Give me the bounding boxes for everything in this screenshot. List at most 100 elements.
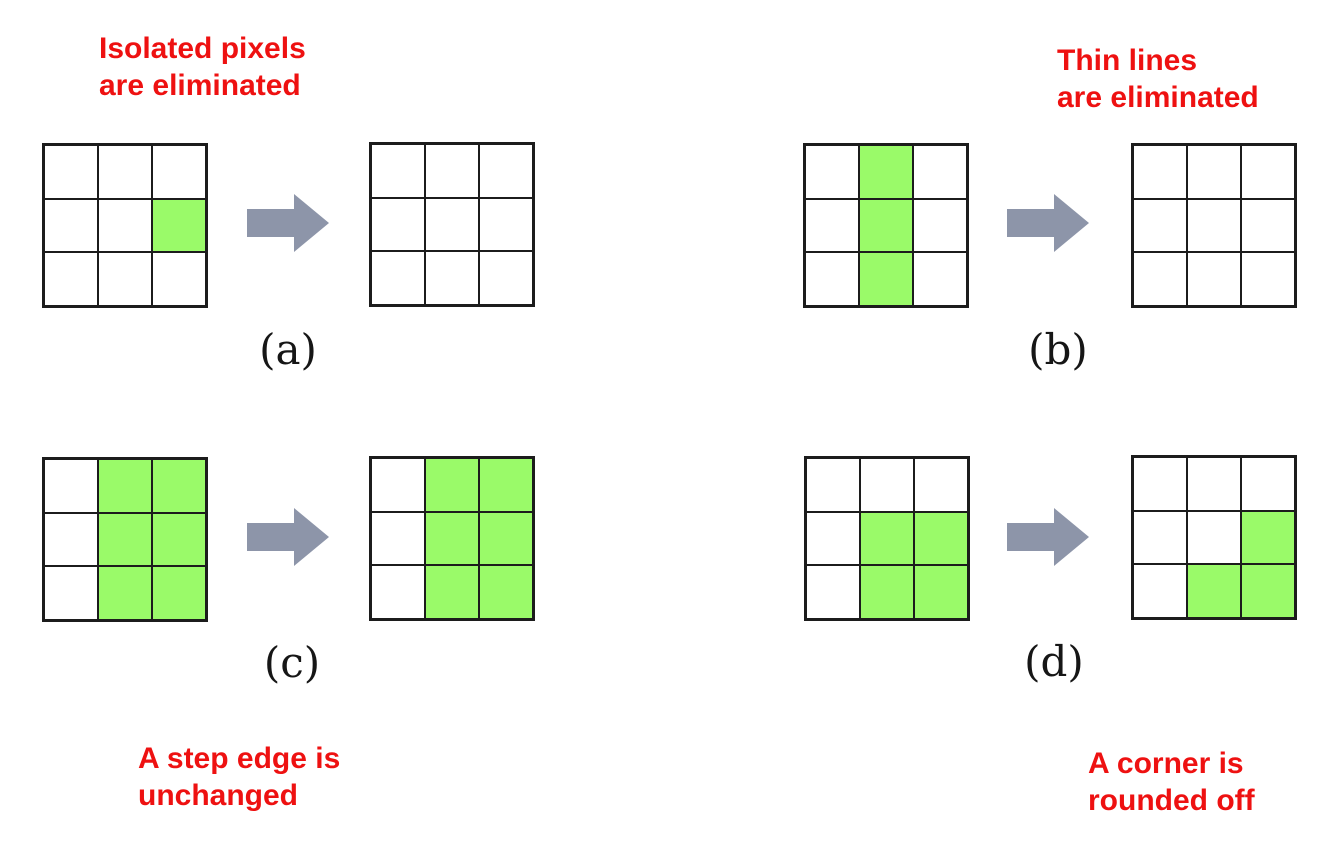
grid-cell-empty [44,252,98,306]
right-arrow-icon [1007,192,1089,254]
panel-b-before-grid [803,143,969,308]
panel-c-after-grid [369,456,535,621]
grid-cell-filled [859,198,913,253]
grid-cell-empty [913,198,967,253]
grid-cell-empty [152,252,206,306]
grid-cell-empty [425,144,479,198]
grid-cell-empty [805,145,859,199]
grid-cell-filled [859,145,913,199]
caption-line: Thin lines [1057,44,1198,77]
grid-cell-filled [860,511,914,566]
grid-cell-empty [1133,457,1187,511]
grid-cell-filled [1187,564,1241,618]
grid-cell-empty [44,145,98,199]
grid-cell-empty [152,145,206,199]
caption-step-edge: A step edge is unchanged [138,740,340,814]
grid-cell-empty [1187,252,1241,306]
grid-cell-empty [98,198,152,253]
caption-line: are eliminated [1057,81,1259,114]
grid-cell-empty [371,458,425,512]
grid-cell-empty [1241,198,1295,253]
caption-isolated-pixels: Isolated pixels are eliminated [99,30,306,104]
grid-cell-empty [1241,145,1295,199]
grid-cell-empty [1187,145,1241,199]
grid-cell-empty [913,252,967,306]
grid-cell-empty [479,144,533,198]
grid-cell-filled [479,458,533,512]
grid-cell-empty [806,565,860,619]
grid-cell-empty [1133,564,1187,618]
caption-line: A step edge is [138,742,341,775]
caption-thin-lines: Thin lines are eliminated [1057,42,1259,116]
panel-c-label: (c) [263,638,321,687]
grid-cell-filled [425,511,479,566]
grid-cell-empty [371,197,425,252]
caption-corner-rounded: A corner is rounded off [1088,745,1255,819]
grid-cell-empty [914,458,968,512]
panel-b-label: (b) [1028,325,1088,374]
grid-cell-filled [859,252,913,306]
grid-cell-empty [44,198,98,253]
caption-line: are eliminated [99,69,301,102]
caption-line: unchanged [138,779,299,812]
grid-cell-filled [1241,564,1295,618]
grid-cell-empty [805,252,859,306]
panel-c-before-grid [42,457,208,622]
grid-cell-empty [98,252,152,306]
grid-cell-empty [1133,510,1187,565]
grid-cell-empty [425,251,479,305]
caption-line: rounded off [1088,784,1255,817]
panel-d-label: (d) [1024,637,1084,686]
grid-cell-filled [479,511,533,566]
grid-cell-filled [152,198,206,253]
grid-cell-filled [914,565,968,619]
right-arrow-icon [1007,506,1089,568]
grid-cell-filled [152,566,206,620]
panel-a-after-grid [369,142,535,307]
grid-cell-empty [371,144,425,198]
grid-cell-filled [425,565,479,619]
grid-cell-empty [371,565,425,619]
grid-cell-empty [1187,510,1241,565]
caption-line: Isolated pixels [99,32,306,65]
grid-cell-empty [371,511,425,566]
grid-cell-filled [1241,510,1295,565]
panel-d-after-grid [1131,455,1297,620]
grid-cell-filled [914,511,968,566]
panel-a-before-grid [42,143,208,308]
grid-cell-empty [425,197,479,252]
grid-cell-empty [1133,145,1187,199]
grid-cell-empty [1187,198,1241,253]
grid-cell-empty [860,458,914,512]
right-arrow-icon [247,506,329,568]
grid-cell-filled [98,512,152,567]
grid-cell-empty [371,251,425,305]
grid-cell-empty [98,145,152,199]
grid-cell-filled [425,458,479,512]
grid-cell-filled [860,565,914,619]
panel-b-after-grid [1131,143,1297,308]
caption-line: A corner is [1088,747,1244,780]
grid-cell-filled [152,459,206,513]
grid-cell-filled [98,459,152,513]
grid-cell-empty [805,198,859,253]
grid-cell-filled [479,565,533,619]
grid-cell-filled [152,512,206,567]
grid-cell-empty [479,197,533,252]
grid-cell-filled [98,566,152,620]
grid-cell-empty [44,512,98,567]
grid-cell-empty [806,511,860,566]
grid-cell-empty [806,458,860,512]
grid-cell-empty [1187,457,1241,511]
grid-cell-empty [1241,252,1295,306]
grid-cell-empty [44,566,98,620]
grid-cell-empty [1133,252,1187,306]
grid-cell-empty [1241,457,1295,511]
grid-cell-empty [913,145,967,199]
right-arrow-icon [247,192,329,254]
panel-a-label: (a) [259,325,317,374]
grid-cell-empty [1133,198,1187,253]
grid-cell-empty [44,459,98,513]
grid-cell-empty [479,251,533,305]
